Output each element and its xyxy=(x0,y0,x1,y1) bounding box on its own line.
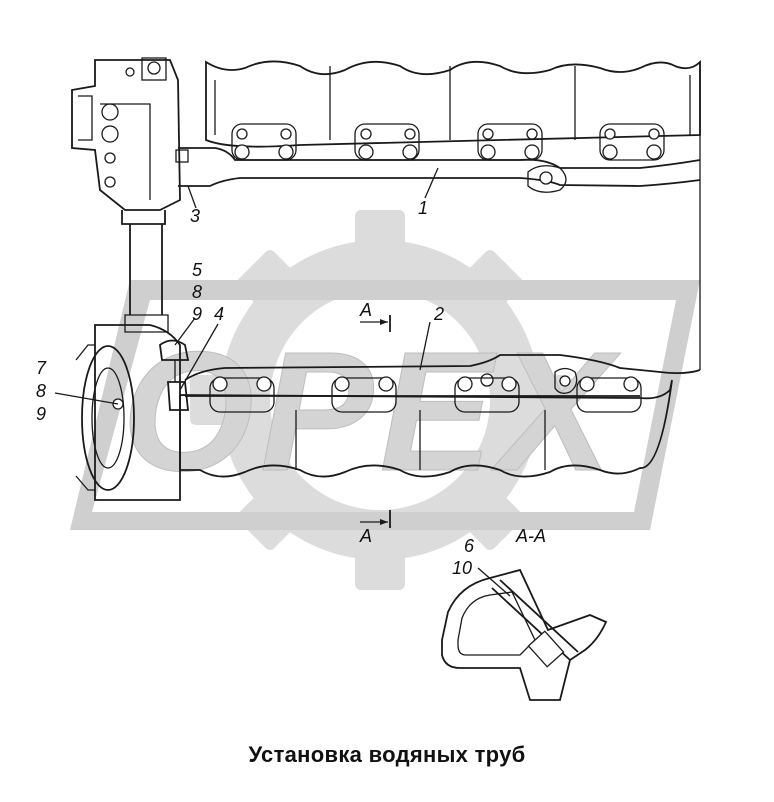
section-label-top: A xyxy=(359,300,372,320)
upper-flange-bolts xyxy=(231,123,665,161)
callout-9-upper: 9 xyxy=(192,304,202,324)
section-view-a-a: A-A xyxy=(441,526,608,701)
callout-8-upper: 8 xyxy=(192,282,202,302)
figure-caption: Установка водяных труб xyxy=(248,742,526,767)
section-cut-marker: A A xyxy=(359,300,391,546)
callout-9-lower: 9 xyxy=(36,404,46,424)
callout-6: 6 xyxy=(464,536,475,556)
thermostat-housing xyxy=(71,57,189,225)
watermark-frame xyxy=(70,280,700,530)
callout-8-lower: 8 xyxy=(36,381,46,401)
callout-7: 7 xyxy=(36,358,47,378)
water-pipe-1 xyxy=(178,62,701,370)
callout-numbers: 1 3 5 8 9 4 2 7 8 9 6 10 xyxy=(36,198,475,578)
callout-1: 1 xyxy=(418,198,428,218)
callout-4: 4 xyxy=(214,304,224,324)
upper-manifold xyxy=(205,59,701,148)
lower-manifold xyxy=(179,379,673,478)
pipe-clamp-4 xyxy=(159,339,190,411)
section-view-title: A-A xyxy=(515,526,546,546)
watermark-logo: OPEX xyxy=(70,210,700,590)
callout-5: 5 xyxy=(192,260,203,280)
callout-10: 10 xyxy=(452,558,472,578)
lower-flange-bolts xyxy=(209,376,642,413)
water-pipe-2 xyxy=(184,354,701,397)
callout-2: 2 xyxy=(433,304,444,324)
section-label-bottom: A xyxy=(359,526,372,546)
callout-3: 3 xyxy=(190,206,200,226)
leader-lines xyxy=(54,167,511,597)
